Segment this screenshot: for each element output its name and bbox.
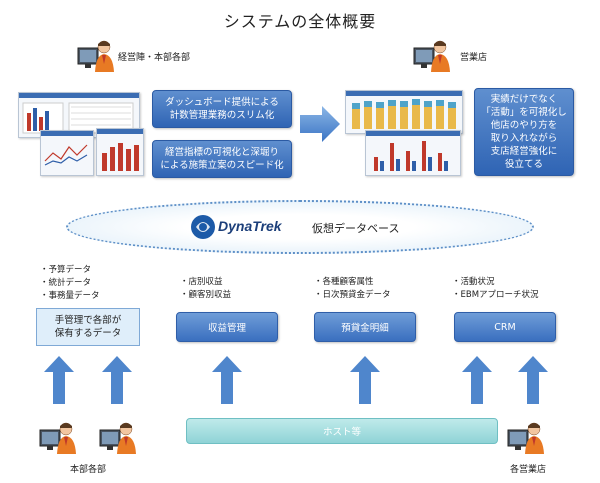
top-right-caption: 営業店	[460, 53, 488, 63]
revenue-management-box: 収益管理	[176, 312, 278, 342]
manual-data-box: 手管理で各部が 保有するデータ	[36, 308, 140, 346]
bullet-item: 事務量データ	[40, 290, 100, 303]
col2-bullet-list: 店別収益 顧客別収益	[180, 276, 232, 302]
bottom-left-caption: 本部各部	[70, 465, 107, 475]
page-title: システムの全体概要	[223, 12, 377, 31]
loans-deposits-detail-box: 預貸金明細	[314, 312, 416, 342]
arrow-up-icon	[462, 356, 492, 404]
benefit-box-slim-operations: ダッシュボード提供による 計数管理業務のスリム化	[152, 90, 292, 128]
bullet-item: 日次預貸金データ	[314, 289, 391, 302]
dynatrek-logo-icon	[191, 215, 215, 239]
dashboard-screenshot	[96, 128, 144, 176]
bullet-item: 活動状況	[452, 276, 539, 289]
dashboard-screenshot	[40, 130, 94, 176]
host-system-bar: ホスト等	[186, 418, 498, 444]
user-at-computer-icon	[39, 422, 76, 454]
user-at-computer-icon	[77, 40, 114, 72]
user-at-computer-icon	[507, 422, 544, 454]
arrow-right-icon	[300, 106, 340, 142]
arrow-up-icon	[44, 356, 74, 404]
branch-dashboard-screenshot	[345, 90, 463, 134]
crm-box: CRM	[454, 312, 556, 342]
bullet-item: 各種顧客属性	[314, 276, 391, 289]
benefit-box-speedup: 経営指標の可視化と深堀り による施策立案のスピード化	[152, 140, 292, 178]
dynatrek-logo-text: DynaTrek	[218, 218, 282, 234]
arrow-up-icon	[102, 356, 132, 404]
col4-bullet-list: 活動状況 EBMアプローチ状況	[452, 276, 539, 302]
col3-bullet-list: 各種顧客属性 日次預貸金データ	[314, 276, 391, 302]
bullet-item: 予算データ	[40, 264, 100, 277]
user-at-computer-icon	[413, 40, 450, 72]
col1-bullet-list: 予算データ 統計データ 事務量データ	[40, 264, 100, 303]
virtual-database-label: 仮想データベース	[312, 222, 400, 235]
user-at-computer-icon	[99, 422, 136, 454]
arrow-up-icon	[350, 356, 380, 404]
top-left-caption: 経営陣・本部各部	[118, 53, 191, 63]
benefit-box-branch-management: 実績だけでなく 「活動」を可視化し 他店のやり方を 取り入れながら 支店経営強化…	[474, 88, 574, 176]
bottom-right-caption: 各営業店	[510, 465, 547, 475]
arrow-up-icon	[518, 356, 548, 404]
branch-dashboard-screenshot	[365, 130, 461, 176]
bullet-item: 店別収益	[180, 276, 231, 289]
arrow-up-icon	[212, 356, 242, 404]
bullet-item: 統計データ	[40, 277, 100, 290]
bullet-item: EBMアプローチ状況	[452, 289, 539, 302]
bullet-item: 顧客別収益	[180, 289, 232, 302]
virtual-database-ellipse	[66, 200, 534, 254]
